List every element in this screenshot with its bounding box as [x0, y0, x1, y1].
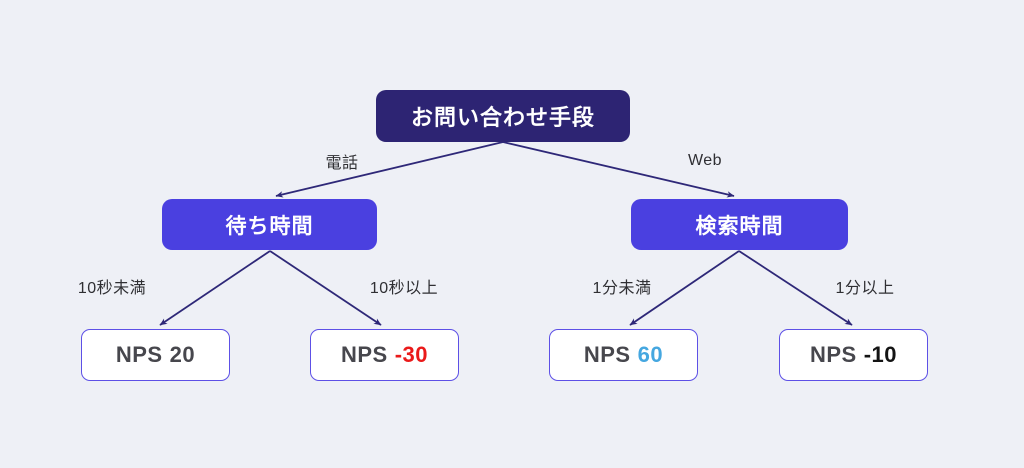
nps-prefix: NPS	[115, 342, 163, 367]
arrow-wait-to-nps-30	[269, 250, 382, 326]
arrow-wait-to-nps20	[159, 250, 271, 326]
nps-value: 60	[637, 342, 664, 367]
leaf-node-nps-20: NPS 20	[81, 329, 230, 381]
leaf-node-nps-minus-30: NPS -30	[310, 329, 459, 381]
nps-value: 20	[169, 342, 196, 367]
edge-label-under-1min: 1分未満	[592, 280, 652, 297]
edge-label-over-10s: 10秒以上	[369, 280, 439, 297]
edge-label-web: Web	[687, 152, 723, 169]
arrow-search-to-nps-10	[738, 250, 853, 326]
nps-value: -10	[863, 342, 898, 367]
nps-prefix: NPS	[583, 342, 631, 367]
leaf-node-nps-60: NPS 60	[549, 329, 698, 381]
root-node-contact-method: お問い合わせ手段	[376, 90, 630, 142]
arrow-root-to-search	[502, 141, 735, 198]
arrow-search-to-nps60	[629, 250, 740, 326]
arrow-root-to-wait	[275, 141, 504, 198]
edge-label-under-10s: 10秒未満	[77, 280, 147, 297]
branch-node-search-time: 検索時間	[631, 199, 848, 250]
edge-label-over-1min: 1分以上	[835, 280, 895, 297]
leaf-node-nps-minus-10: NPS -10	[779, 329, 928, 381]
nps-value: -30	[394, 342, 429, 367]
edge-label-phone: 電話	[325, 155, 359, 172]
nps-prefix: NPS	[340, 342, 388, 367]
nps-prefix: NPS	[809, 342, 857, 367]
branch-node-wait-time: 待ち時間	[162, 199, 377, 250]
